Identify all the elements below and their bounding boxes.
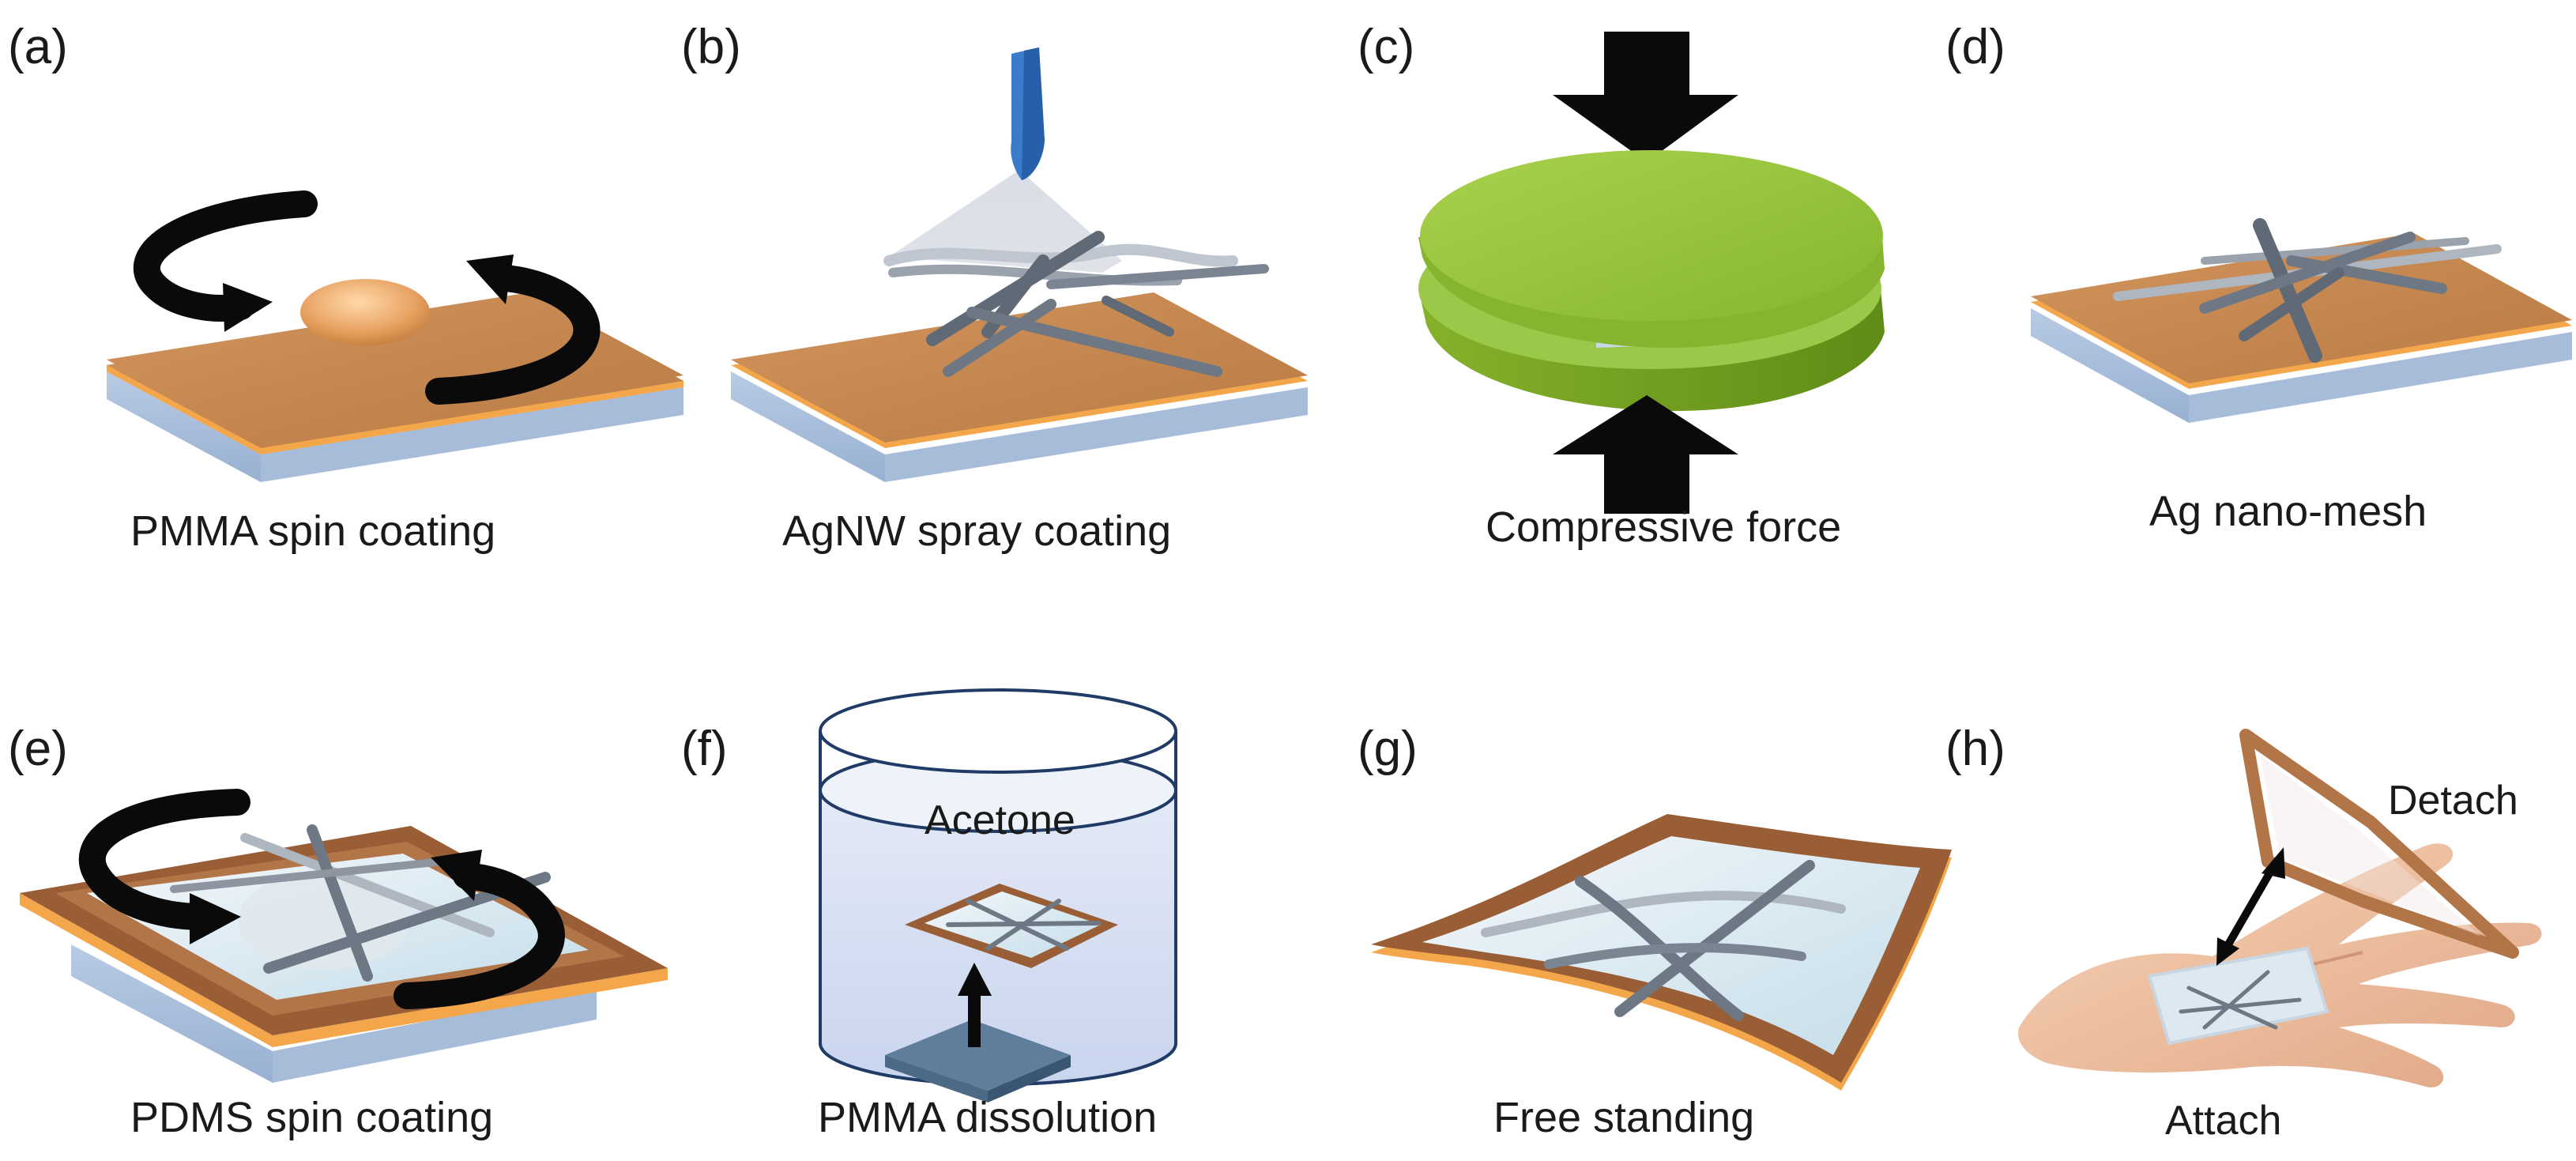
floating-film: [905, 884, 1118, 968]
panel-h-letter: (h): [1945, 722, 2005, 776]
detach-label: Detach: [2388, 778, 2518, 824]
panel-g: (g) Free standing: [1358, 722, 1952, 1141]
lift-arrow-icon: [958, 963, 992, 1047]
panel-c-caption: Compressive force: [1486, 503, 1841, 551]
acetone-label: Acetone: [925, 797, 1075, 843]
pdms-droplet: [239, 872, 409, 970]
panel-d-letter: (d): [1945, 20, 2005, 74]
panel-a: (a) PMMA spin coating: [8, 20, 684, 555]
panel-g-letter: (g): [1358, 722, 1418, 776]
silver-nanomesh: [2113, 218, 2502, 363]
panel-d: (d) Ag nano-mesh: [1945, 20, 2572, 535]
dissolving-substrate: [885, 1020, 1071, 1103]
panel-a-caption: PMMA spin coating: [130, 507, 495, 555]
panel-f-caption: PMMA dissolution: [818, 1094, 1157, 1141]
panel-b-caption: AgNW spray coating: [782, 507, 1171, 555]
panel-f-letter: (f): [681, 722, 728, 776]
attached-film: [2147, 946, 2329, 1046]
panel-e: (e) PDMS spin coating: [8, 722, 668, 1141]
press-arrow-icon: [1553, 395, 1738, 514]
upper-press-plate: [1418, 150, 1885, 348]
silver-nanomesh: [1481, 860, 1846, 1021]
substrate-block: [20, 893, 668, 1083]
attach-label: Attach: [2165, 1098, 2281, 1144]
substrate-block: [107, 292, 684, 482]
silver-nanomesh: [170, 824, 551, 982]
pmma-droplet: [300, 279, 430, 345]
rotation-arrow-icon: [394, 862, 565, 1009]
panel-b: (b) AgNW spray coating: [681, 20, 1308, 555]
rotation-arrow-icon: [78, 789, 250, 930]
double-arrow-icon: [2216, 847, 2285, 966]
panel-h: (h) Detach Attach: [1945, 722, 2542, 1144]
detached-film: [2239, 729, 2519, 959]
rotation-arrow-icon: [425, 265, 601, 405]
panel-f: (f) Acetone PMMA dissolution: [681, 688, 1177, 1141]
panel-e-caption: PDMS spin coating: [130, 1094, 493, 1141]
panel-d-caption: Ag nano-mesh: [2149, 488, 2427, 535]
press-arrow-icon: [1553, 32, 1738, 162]
panel-c: (c) Compressive force: [1358, 20, 1885, 551]
rotation-arrow-icon: [133, 190, 318, 322]
spray-cone: [889, 170, 1122, 273]
panel-c-letter: (c): [1358, 20, 1414, 74]
spray-nozzle-icon: [1011, 47, 1045, 180]
silver-nanowires: [883, 231, 1269, 377]
panel-a-letter: (a): [8, 20, 68, 74]
panel-e-letter: (e): [8, 722, 68, 776]
panel-g-caption: Free standing: [1493, 1094, 1754, 1141]
panel-b-letter: (b): [681, 20, 741, 74]
